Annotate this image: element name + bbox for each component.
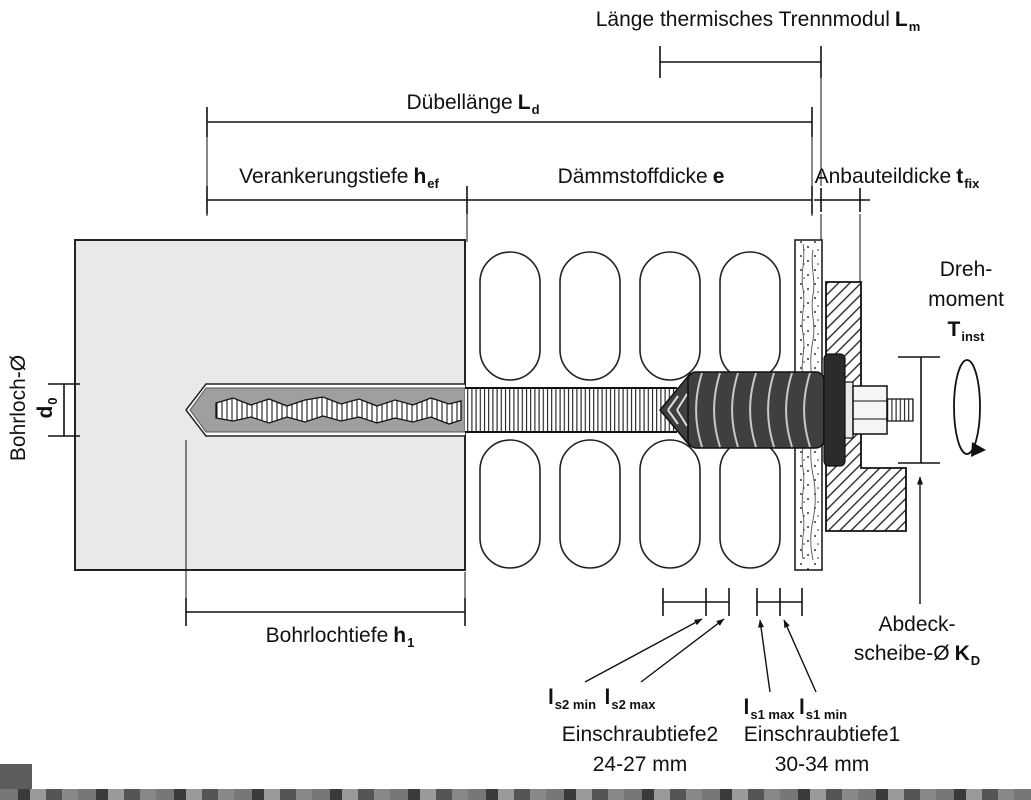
torque-arrow-icon (953, 359, 986, 457)
label-ls1-max: ls1 max (744, 694, 795, 723)
label-symbol: L (894, 8, 908, 31)
label-symbol: h (413, 165, 427, 188)
label-text: Dämmstoffdicke (557, 165, 708, 188)
label-text: Abdeck- (878, 613, 956, 636)
label-einschraubtiefe1: Einschraubtiefe1 30-34 mm (744, 720, 900, 780)
label-symbol: K (954, 642, 970, 665)
label-symbol-line: d0 (32, 333, 61, 483)
label-subscript: 0 (44, 397, 60, 405)
label-text: Bohrlochtiefe (265, 624, 389, 647)
label-text: Dreh- (939, 258, 993, 281)
label-subscript: inst (961, 328, 985, 344)
label-text: scheibe-Ø (853, 642, 950, 665)
label-bohrloch-durchmesser: Bohrloch-Ø d0 (5, 333, 61, 483)
label-text: Bohrloch-Ø (7, 354, 30, 462)
label-subscript: s1 min (805, 706, 848, 722)
label-subscript: D (970, 652, 981, 668)
label-symbol: t (956, 165, 964, 188)
dimension-einschraubtiefe1-ticks (756, 588, 803, 616)
cover-washer (823, 353, 846, 467)
label-text: moment (928, 288, 1004, 311)
label-symbol: e (712, 165, 725, 188)
label-symbol: l (798, 696, 805, 719)
label-subscript: m (908, 18, 921, 34)
threaded-rod (465, 387, 677, 433)
anchor-sleeve (185, 383, 466, 437)
label-symbol: h (393, 624, 407, 647)
label-symbol: l (743, 696, 750, 719)
label-ls1-min: ls1 min (799, 694, 847, 723)
label-subscript: s2 min (554, 696, 597, 712)
label-einschraubtiefe2: Einschraubtiefe2 24-27 mm (562, 720, 718, 780)
label-text: Anbauteildicke (814, 165, 952, 188)
label-subscript: fix (964, 175, 980, 191)
label-drehmoment: Dreh- moment Tinst (928, 255, 1004, 347)
dimension-einschraubtiefe2-ticks (662, 588, 730, 616)
nut-and-rod-tip (844, 381, 914, 439)
label-range: 24-27 mm (592, 753, 688, 776)
dimension-bohrlochtiefe (185, 598, 466, 626)
page-edge-strip (0, 789, 1031, 800)
label-text: Dübellänge (406, 91, 513, 114)
thermal-break-module (659, 371, 825, 449)
label-symbol: l (547, 686, 554, 709)
label-text: Verankerungstiefe (239, 165, 409, 188)
dimension-trennmodul (659, 46, 822, 78)
leader-arrows (584, 476, 923, 693)
label-text: Einschraubtiefe1 (743, 723, 901, 746)
label-symbol: L (517, 91, 531, 114)
label-ls2-min: ls2 min (548, 684, 596, 713)
label-subscript: s1 max (750, 706, 795, 722)
label-subscript: 1 (407, 634, 415, 650)
insulation-loops (479, 251, 781, 569)
label-subscript: ef (427, 175, 439, 191)
label-text: Länge thermisches Trennmodul (595, 8, 890, 31)
dimension-tfix (814, 188, 870, 212)
dimension-bohrloch-durchmesser (48, 383, 80, 437)
dimension-abdeckscheibe (898, 356, 940, 464)
label-subscript: s2 max (611, 696, 656, 712)
attachment-bracket (825, 281, 907, 532)
label-symbol: l (604, 686, 611, 709)
extension-lines (185, 78, 861, 600)
label-text: Einschraubtiefe2 (561, 723, 719, 746)
label-symbol: d (34, 405, 57, 419)
label-symbol: T (947, 318, 961, 341)
label-symbol-line: Tinst (928, 315, 1004, 347)
label-ls2-max: ls2 max (605, 684, 656, 713)
label-subscript: d (531, 101, 540, 117)
label-range: 30-34 mm (774, 753, 870, 776)
